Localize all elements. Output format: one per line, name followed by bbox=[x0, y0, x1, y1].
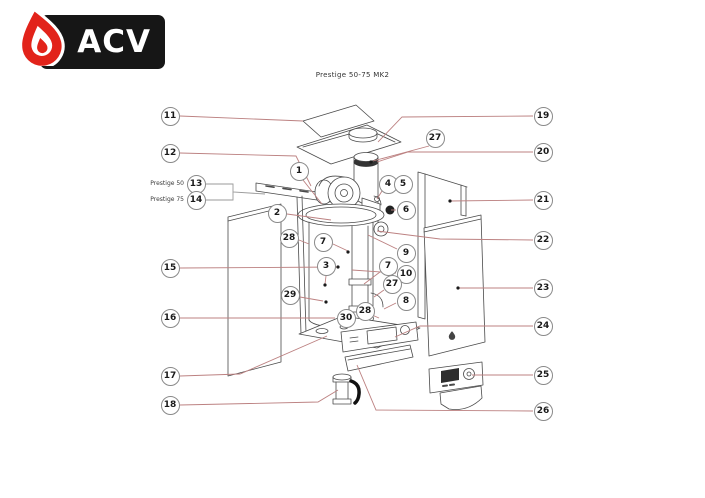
callout-12: 12 bbox=[160, 143, 180, 163]
leader-target-dot bbox=[346, 250, 350, 254]
callout-16: 16 bbox=[160, 308, 180, 328]
callout-30: 30 bbox=[336, 308, 356, 328]
callout-26: 26 bbox=[533, 401, 553, 421]
flip-cover bbox=[439, 385, 483, 410]
display-window bbox=[366, 326, 398, 345]
leader-target-dot bbox=[448, 199, 452, 203]
elbow-pipe bbox=[370, 292, 384, 308]
leader-line-13 bbox=[206, 183, 266, 195]
callout-5: 5 bbox=[393, 174, 413, 194]
leader-line-18 bbox=[179, 389, 339, 406]
variant-label: Prestige 75 bbox=[150, 195, 184, 203]
callout-28: 28 bbox=[279, 228, 299, 248]
callout-11: 11 bbox=[160, 106, 180, 126]
panel-flame-mark bbox=[448, 331, 456, 340]
pump bbox=[373, 221, 389, 237]
leader-target-dot bbox=[323, 283, 327, 287]
top-panel bbox=[296, 124, 402, 165]
leader-line-27 bbox=[373, 289, 385, 298]
callout-7: 7 bbox=[313, 232, 333, 252]
leader-line-22 bbox=[376, 230, 534, 241]
callout-21: 21 bbox=[533, 190, 553, 210]
callout-24: 24 bbox=[533, 316, 553, 336]
leader-line-21 bbox=[449, 199, 534, 202]
leader-line-27 bbox=[372, 145, 430, 162]
callout-27: 27 bbox=[382, 274, 402, 294]
variant-label: Prestige 50 bbox=[150, 179, 184, 187]
leader-line-2 bbox=[286, 213, 332, 221]
leader-target-dot bbox=[456, 286, 460, 290]
callout-28: 28 bbox=[355, 301, 375, 321]
callout-25: 25 bbox=[533, 365, 553, 385]
callout-10: 10 bbox=[396, 264, 416, 284]
callout-2: 2 bbox=[267, 203, 287, 223]
brand-name: ACV bbox=[77, 23, 151, 60]
callout-17: 17 bbox=[160, 366, 180, 386]
control-box bbox=[340, 321, 419, 353]
leader-line-19 bbox=[377, 115, 534, 143]
callout-3: 3 bbox=[316, 256, 336, 276]
leader-line-9 bbox=[367, 234, 398, 250]
nut-fitting bbox=[385, 205, 395, 215]
callout-18: 18 bbox=[160, 395, 180, 415]
callout-8: 8 bbox=[396, 291, 416, 311]
leader-line-15 bbox=[179, 266, 339, 269]
callout-22: 22 bbox=[533, 230, 553, 250]
callout-27: 27 bbox=[425, 128, 445, 148]
leader-target-dot bbox=[369, 160, 373, 164]
callout-20: 20 bbox=[533, 142, 553, 162]
leader-line-17 bbox=[179, 335, 328, 377]
leader-line-3 bbox=[324, 275, 327, 285]
bottom-front-strip bbox=[344, 344, 414, 372]
callout-19: 19 bbox=[533, 106, 553, 126]
leader-line-4 bbox=[376, 190, 383, 200]
right-rear-panel bbox=[417, 171, 468, 320]
control-knob bbox=[463, 368, 475, 380]
control-panel bbox=[428, 361, 484, 410]
condensate-siphon bbox=[332, 373, 361, 405]
callout-9: 9 bbox=[396, 243, 416, 263]
leader-target-dot bbox=[336, 265, 340, 269]
leader-line-14 bbox=[206, 192, 234, 201]
siphon-handle bbox=[349, 379, 361, 405]
leader-line-24 bbox=[394, 325, 533, 338]
flue-collar bbox=[348, 127, 378, 139]
lcd-display bbox=[441, 368, 459, 383]
fan-assembly bbox=[314, 175, 382, 210]
leader-line-26 bbox=[356, 364, 534, 412]
leader-target-dot bbox=[324, 300, 328, 304]
callout-23: 23 bbox=[533, 278, 553, 298]
page-title: Prestige 50-75 MK2 bbox=[315, 71, 390, 79]
flame-icon bbox=[19, 8, 65, 66]
callout-1: 1 bbox=[289, 161, 309, 181]
callout-7: 7 bbox=[378, 256, 398, 276]
leader-line-29 bbox=[299, 296, 324, 302]
callout-6: 6 bbox=[396, 200, 416, 220]
callout-14: 14 bbox=[186, 190, 206, 210]
right-front-panel bbox=[423, 214, 486, 357]
leader-line-1 bbox=[302, 179, 323, 205]
leader-line-28 bbox=[298, 239, 310, 245]
leader-line-7 bbox=[332, 243, 349, 252]
left-side-panel bbox=[227, 203, 282, 377]
leader-line-11 bbox=[179, 115, 304, 122]
leader-lines bbox=[179, 115, 534, 412]
leader-line-8 bbox=[383, 302, 397, 310]
leader-line-7 bbox=[363, 271, 381, 285]
top-cover-panel bbox=[302, 104, 375, 138]
callout-29: 29 bbox=[280, 285, 300, 305]
callout-15: 15 bbox=[160, 258, 180, 278]
pipe-joint bbox=[348, 278, 372, 286]
knob bbox=[400, 325, 410, 335]
